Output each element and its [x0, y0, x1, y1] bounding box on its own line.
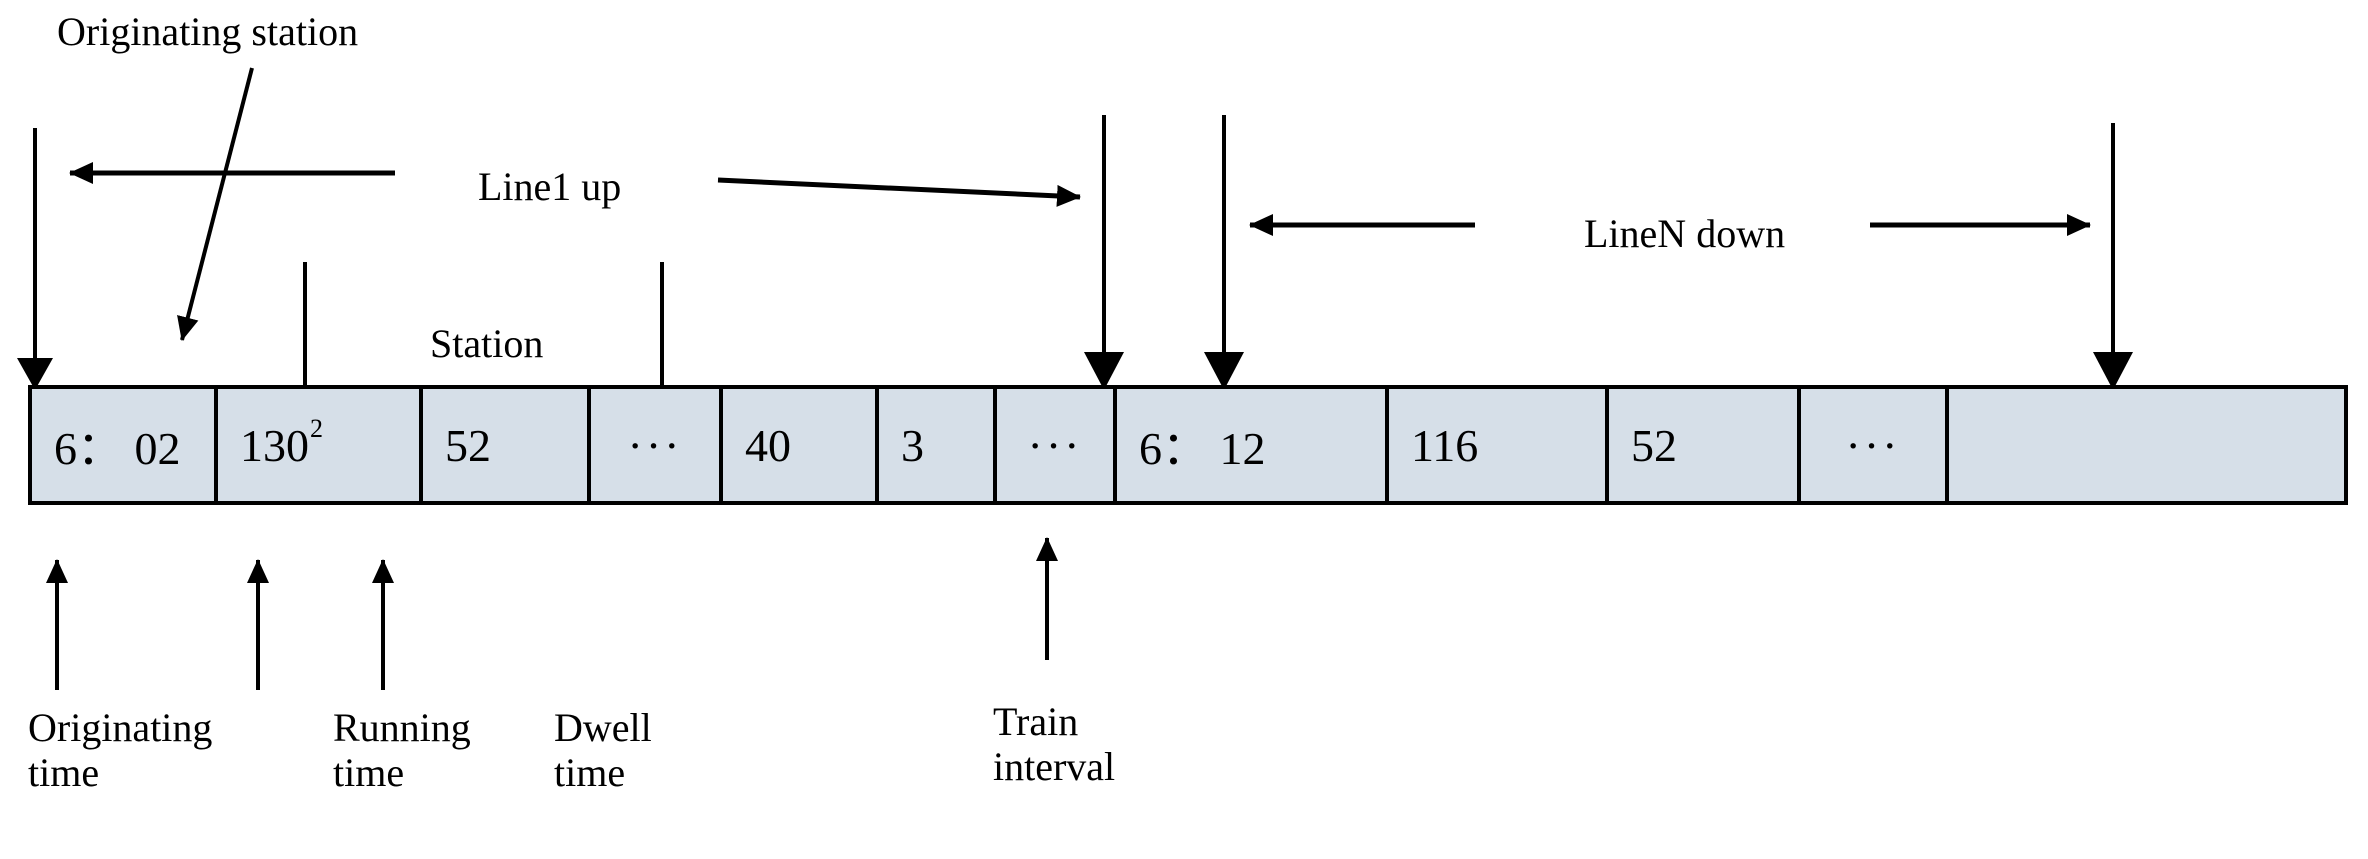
table-cell-ellipsis-7[interactable]: ··· [997, 389, 1117, 501]
cell-value: 6： 02 [54, 423, 181, 474]
table-cell-originating-time-8[interactable]: 6： 12 [1117, 389, 1389, 501]
table-cell-dwell-time-10[interactable]: 52 [1609, 389, 1801, 501]
table-cell-dwell-time-3[interactable]: 52 [423, 389, 591, 501]
label-station: Station [430, 321, 544, 366]
boundary-rule-left [17, 128, 53, 390]
cell-value: 6： 12 [1139, 423, 1266, 474]
table-cell-dwell-time-6[interactable]: 3 [879, 389, 997, 501]
cell-value: ··· [627, 419, 683, 471]
cell-value: 3 [901, 419, 924, 471]
table-cell-empty-12[interactable] [1949, 389, 2344, 501]
table-cell-running-time-5[interactable]: 40 [723, 389, 879, 501]
boundary-rule-linen-start [1204, 115, 1244, 390]
cell-value: 52 [445, 419, 491, 471]
line1-up-right-arrow [717, 177, 1081, 207]
label-line1-up: Line1 up [478, 164, 622, 209]
label-linen-down: LineN down [1584, 211, 1786, 256]
cell-value: 116 [1411, 419, 1479, 471]
cell-value: 40 [745, 419, 791, 471]
cell-value: 130 [240, 419, 309, 471]
boundary-rule-right [2093, 123, 2133, 390]
table-cell-originating-time-1[interactable]: 6： 02 [32, 389, 218, 501]
table-cell-ellipsis-11[interactable]: ··· [1801, 389, 1949, 501]
boundary-rule-line1-end [1084, 115, 1124, 390]
cell-value: ··· [1027, 419, 1083, 471]
table-cell-running-time-9[interactable]: 116 [1389, 389, 1609, 501]
table-cell-ellipsis-4[interactable]: ··· [591, 389, 723, 501]
cell-value: 52 [1631, 419, 1677, 471]
originating-station-leader [177, 67, 254, 341]
label-originating-station: Originating station [57, 9, 359, 54]
cell-value: ··· [1845, 419, 1901, 471]
